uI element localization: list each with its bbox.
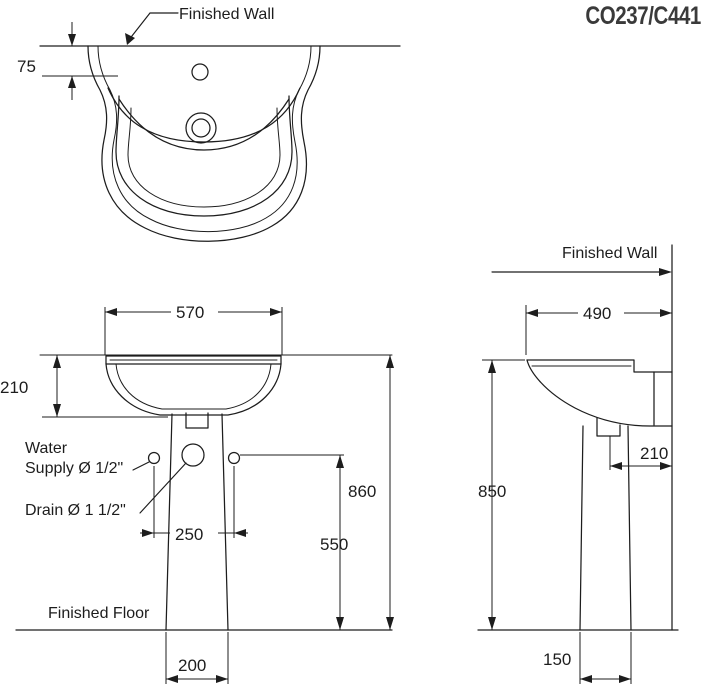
- side-dim-490: 490: [583, 304, 611, 323]
- front-210-arrowhead-bottom: [53, 404, 61, 417]
- plan-bowl-outline: [115, 95, 293, 217]
- plan-view-group: Finished Wall 75: [17, 6, 401, 242]
- side-850-arrowhead-bottom: [488, 617, 496, 630]
- plan-bowl-back-contour: [107, 87, 301, 143]
- front-550-arrowhead-top: [336, 455, 344, 468]
- front-water-label-line1: Water: [25, 440, 68, 457]
- plan-bowl-inner-contour: [127, 107, 281, 208]
- side-drain-collar: [596, 417, 621, 437]
- side-490-arrowhead-right: [660, 309, 672, 317]
- side-finished-wall-label: Finished Wall: [562, 245, 657, 262]
- front-drain-leader: [139, 462, 187, 514]
- front-pedestal-left-edge: [165, 413, 173, 631]
- front-drain-hole: [181, 443, 205, 467]
- front-dim-250: 250: [175, 525, 203, 544]
- front-dim-210: 210: [0, 378, 28, 397]
- side-dim-210: 210: [640, 444, 668, 463]
- side-finished-wall-arrowhead: [659, 268, 672, 276]
- front-pedestal-right-edge: [221, 413, 229, 631]
- plan-basin-inner-rim: [97, 45, 312, 233]
- front-dim-200: 200: [178, 656, 206, 675]
- side-210-arrowhead-right: [660, 462, 672, 470]
- side-basin-top-edge: [526, 359, 673, 373]
- front-dim-550: 550: [320, 535, 348, 554]
- plan-finished-wall-arrowhead: [125, 33, 135, 45]
- front-water-supply-hole-right: [227, 451, 241, 465]
- front-570-arrowhead-left: [105, 308, 117, 316]
- side-pedestal-left-edge: [579, 425, 584, 631]
- front-bowl-inner-line: [115, 363, 272, 410]
- front-200-arrowhead-left: [166, 675, 178, 683]
- plan-75-arrowhead-top: [68, 34, 76, 46]
- plan-75-arrowhead-bottom: [68, 76, 76, 88]
- plan-dim-75: 75: [17, 57, 36, 76]
- front-570-arrowhead-right: [270, 308, 282, 316]
- front-dim-570: 570: [176, 303, 204, 322]
- side-210-arrowhead-left: [610, 462, 622, 470]
- front-water-supply-leader: [132, 461, 150, 471]
- front-water-label-line2: Supply Ø 1/2": [25, 460, 123, 477]
- front-drain-collar: [185, 412, 209, 429]
- front-drain-label: Drain Ø 1 1/2": [25, 502, 126, 519]
- side-150-arrowhead-right: [619, 675, 631, 683]
- front-860-arrowhead-top: [386, 355, 394, 368]
- plan-drain-outer-circle: [185, 112, 217, 144]
- front-finished-floor-label: Finished Floor: [48, 605, 150, 622]
- plan-faucet-hole: [191, 63, 209, 81]
- front-210-arrowhead-top: [53, 355, 61, 368]
- plan-bowl-sweep: [118, 98, 290, 151]
- side-850-arrowhead-top: [488, 360, 496, 373]
- side-dim-850: 850: [478, 482, 506, 501]
- plan-drain-inner-circle: [191, 118, 211, 138]
- front-dim-860: 860: [348, 482, 376, 501]
- front-200-arrowhead-right: [216, 675, 228, 683]
- side-view-group: Finished Wall 490 210: [477, 244, 679, 684]
- plan-basin-outer-outline: [87, 45, 321, 242]
- front-250-arrowhead-right: [234, 529, 246, 537]
- side-basin-under-curve: [526, 359, 673, 427]
- front-550-arrowhead-bottom: [336, 617, 344, 630]
- product-code-title: CO237/C441: [585, 2, 701, 30]
- side-490-arrowhead-left: [526, 309, 538, 317]
- front-water-supply-hole-left: [147, 451, 161, 465]
- front-bowl-body: [105, 363, 282, 416]
- front-250-arrowhead-left: [142, 529, 154, 537]
- front-view-group: 570 210: [0, 303, 394, 684]
- front-860-arrowhead-bottom: [386, 617, 394, 630]
- side-pedestal-right-edge: [627, 425, 632, 631]
- side-dim-150: 150: [543, 650, 571, 669]
- plan-finished-wall-leader: [127, 12, 179, 42]
- plan-finished-wall-label: Finished Wall: [179, 6, 274, 23]
- side-150-arrowhead-left: [580, 675, 592, 683]
